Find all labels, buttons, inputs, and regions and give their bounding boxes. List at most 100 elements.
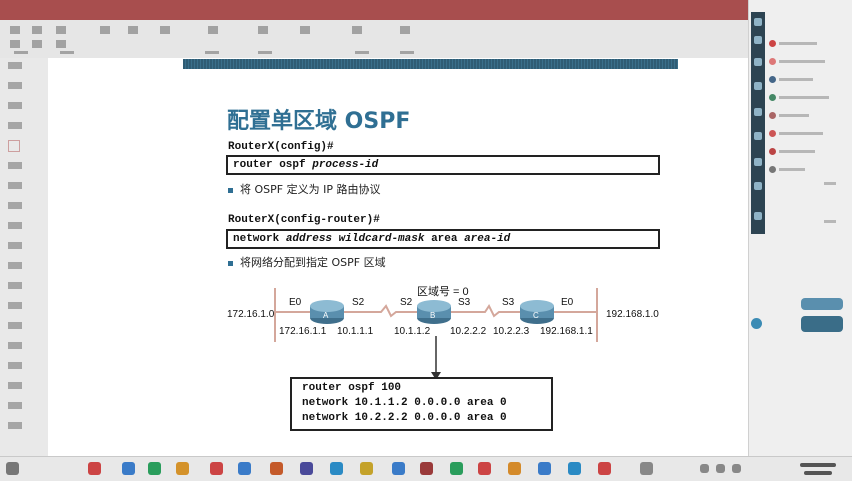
toolbar-icon[interactable] [32, 40, 42, 48]
panel-icon[interactable] [8, 62, 22, 69]
taskbar-app-icon[interactable] [148, 462, 161, 475]
control-icon[interactable] [754, 82, 762, 90]
chat-message [824, 220, 836, 223]
panel-icon[interactable] [8, 82, 22, 89]
taskbar-app-icon[interactable] [538, 462, 551, 475]
panel-icon[interactable] [8, 102, 22, 109]
avatar [769, 148, 776, 155]
avatar [769, 94, 776, 101]
taskbar-app-icon[interactable] [640, 462, 653, 475]
interface-b-s2: S2 [400, 297, 413, 308]
taskbar-app-icon[interactable] [360, 462, 373, 475]
taskbar-app-icon[interactable] [392, 462, 405, 475]
taskbar-app-icon[interactable] [238, 462, 251, 475]
taskbar-app-icon[interactable] [508, 462, 521, 475]
panel-icon[interactable] [8, 222, 22, 229]
toolbar-icon[interactable] [56, 26, 66, 34]
config-line: network 10.1.1.2 0.0.0.0 area 0 [302, 397, 507, 409]
address-a-s2: 10.1.1.1 [337, 326, 374, 337]
config-line: network 10.2.2.2 0.0.0.0 area 0 [302, 412, 507, 424]
slide-thumbnail-panel[interactable] [0, 58, 49, 456]
command-keyword: area [431, 233, 458, 245]
chat-message [779, 42, 817, 45]
video-thumbnail[interactable] [801, 316, 843, 332]
bullet-1: 将 OSPF 定义为 IP 路由协议 [228, 181, 380, 197]
prompt-config-router: RouterX(config-router)# [228, 214, 380, 226]
control-icon[interactable] [754, 182, 762, 190]
router-b-label: B [430, 311, 436, 320]
panel-icon[interactable] [8, 282, 22, 289]
panel-icon[interactable] [8, 202, 22, 209]
toolbar-icon[interactable] [208, 26, 218, 34]
taskbar-app-icon[interactable] [270, 462, 283, 475]
bullet-text: 将 OSPF 定义为 IP 路由协议 [240, 183, 381, 196]
toolbar-icon[interactable] [258, 26, 268, 34]
taskbar-app-icon[interactable] [478, 462, 491, 475]
command-keyword: network [233, 233, 280, 245]
toolbar-icon[interactable] [128, 26, 138, 34]
taskbar-app-icon[interactable] [88, 462, 101, 475]
ospf-topology-diagram [274, 288, 598, 380]
interface-c-e0: E0 [561, 297, 574, 308]
slide-header-band [183, 59, 678, 69]
window-titlebar [0, 0, 852, 20]
tray-icon[interactable] [732, 464, 741, 473]
prompt-config: RouterX(config)# [228, 141, 334, 153]
control-icon[interactable] [754, 158, 762, 166]
panel-icon[interactable] [8, 362, 22, 369]
control-icon[interactable] [754, 18, 762, 26]
panel-icon[interactable] [8, 140, 20, 152]
command-argument: process-id [312, 159, 379, 171]
control-icon[interactable] [754, 132, 762, 140]
avatar [769, 166, 776, 173]
panel-icon[interactable] [8, 162, 22, 169]
control-icon[interactable] [754, 36, 762, 44]
tray-icon[interactable] [700, 464, 709, 473]
taskbar-app-icon[interactable] [330, 462, 343, 475]
clock[interactable] [800, 463, 836, 467]
clock[interactable] [804, 471, 832, 475]
toolbar-icon[interactable] [56, 40, 66, 48]
panel-icon[interactable] [8, 182, 22, 189]
globe-icon[interactable] [751, 318, 762, 329]
taskbar-app-icon[interactable] [300, 462, 313, 475]
router-c-icon [520, 300, 554, 324]
panel-icon[interactable] [8, 122, 22, 129]
taskbar-app-icon[interactable] [210, 462, 223, 475]
avatar [769, 40, 776, 47]
panel-icon[interactable] [8, 382, 22, 389]
toolbar-icon[interactable] [400, 26, 410, 34]
toolbar-icon[interactable] [352, 26, 362, 34]
tray-icon[interactable] [716, 464, 725, 473]
toolbar-icon[interactable] [160, 26, 170, 34]
control-icon[interactable] [754, 108, 762, 116]
panel-icon[interactable] [8, 242, 22, 249]
taskbar-app-icon[interactable] [176, 462, 189, 475]
router-a-icon [310, 300, 344, 324]
taskbar-app-icon[interactable] [598, 462, 611, 475]
taskbar-app-icon[interactable] [450, 462, 463, 475]
panel-icon[interactable] [8, 402, 22, 409]
control-icon[interactable] [754, 58, 762, 66]
toolbar-icon[interactable] [32, 26, 42, 34]
control-icon[interactable] [754, 212, 762, 220]
toolbar-icon[interactable] [300, 26, 310, 34]
bullet-2: 将网络分配到指定 OSPF 区域 [228, 254, 386, 270]
config-arrow-head [431, 372, 441, 380]
taskbar-app-icon[interactable] [420, 462, 433, 475]
ribbon-group-label [60, 51, 74, 54]
taskbar-app-icon[interactable] [568, 462, 581, 475]
command-box-network: network address wildcard-mask area area-… [226, 229, 660, 249]
panel-icon[interactable] [8, 322, 22, 329]
panel-icon[interactable] [8, 342, 22, 349]
start-icon[interactable] [6, 462, 19, 475]
panel-icon[interactable] [8, 262, 22, 269]
avatar [769, 58, 776, 65]
toolbar-icon[interactable] [10, 26, 20, 34]
panel-icon[interactable] [8, 302, 22, 309]
toolbar-icon[interactable] [10, 40, 20, 48]
toolbar-icon[interactable] [100, 26, 110, 34]
taskbar-app-icon[interactable] [122, 462, 135, 475]
panel-icon[interactable] [8, 422, 22, 429]
ribbon-group-label [258, 51, 272, 54]
